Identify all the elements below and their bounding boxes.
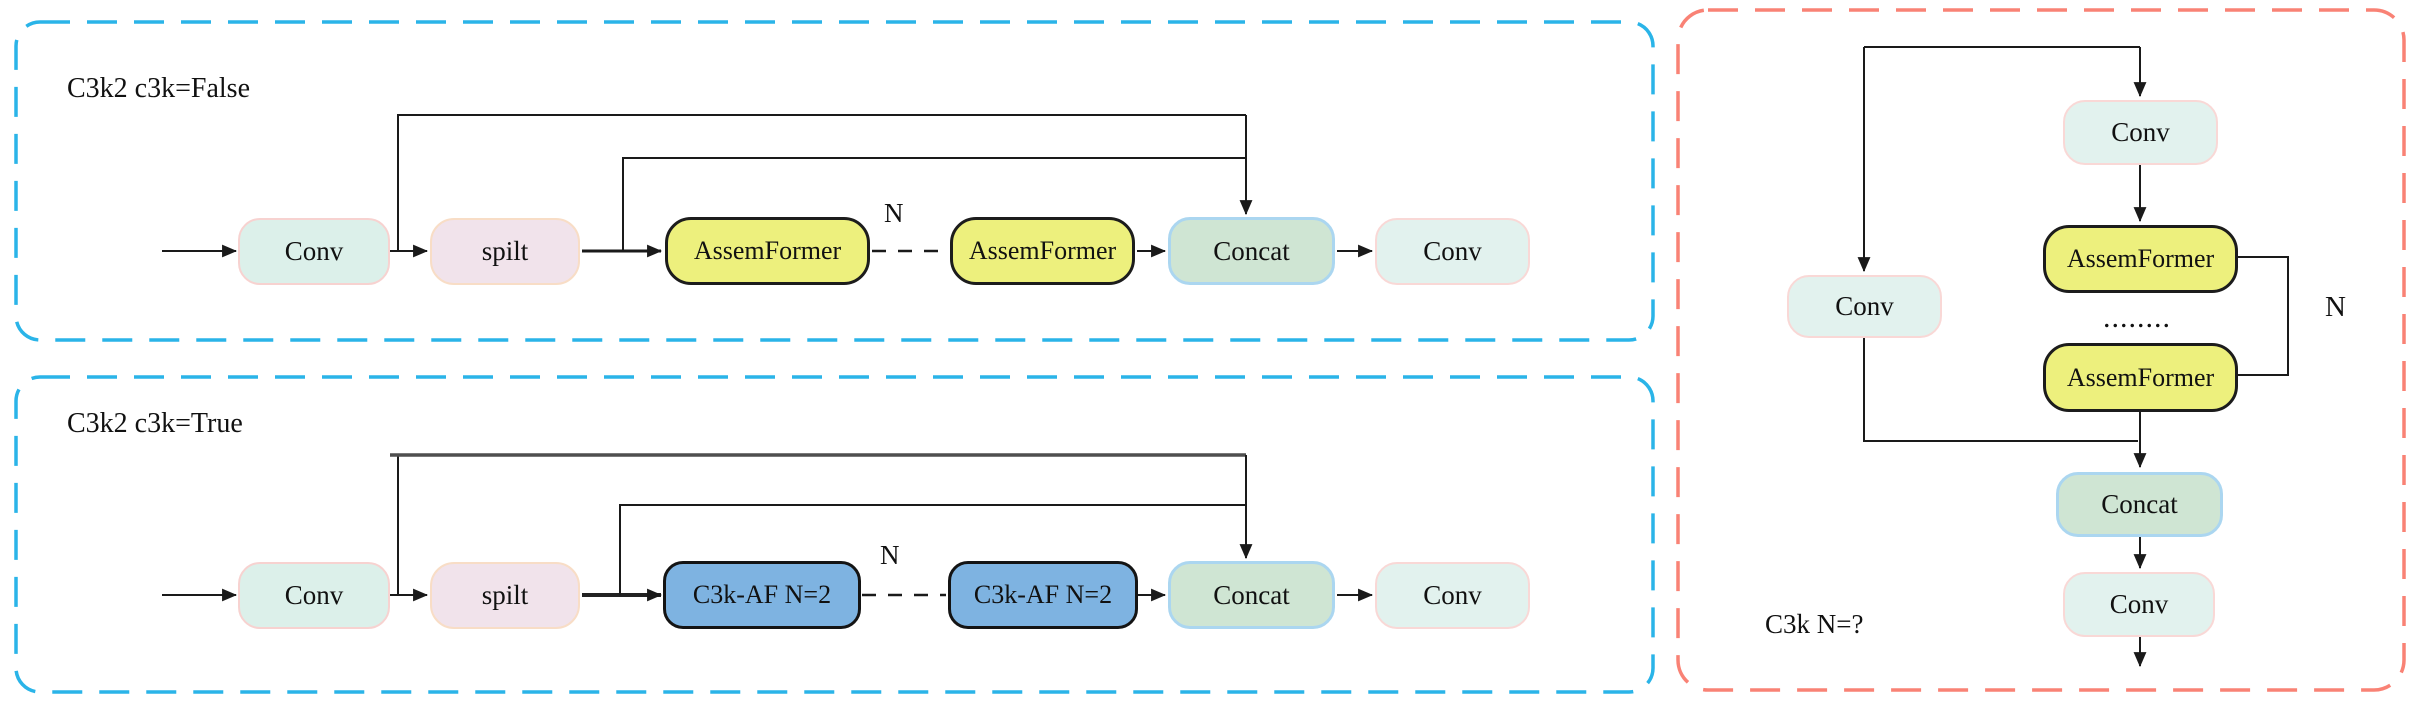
node-split: spilt	[430, 562, 580, 629]
node-conv-out: Conv	[1375, 218, 1530, 285]
node-c3kaf-1: C3k-AF N=2	[663, 561, 861, 629]
skip2-branch	[619, 504, 1246, 595]
node-assemformer-1: AssemFormer	[2043, 225, 2238, 293]
skip1-branch	[397, 114, 1246, 251]
repeat-ellipsis: ........	[2103, 301, 2171, 334]
panel-border-c3k	[1676, 8, 2406, 692]
node-conv-out: Conv	[2063, 572, 2215, 637]
node-conv-out: Conv	[1375, 562, 1530, 629]
node-split: spilt	[430, 218, 580, 285]
node-conv-left: Conv	[1787, 275, 1942, 338]
panel-border-c3k2-false	[14, 20, 1655, 342]
node-concat: Concat	[1168, 561, 1335, 629]
node-concat: Concat	[1168, 217, 1335, 285]
skip2-branch	[622, 157, 1246, 251]
repeat-count-label: N	[884, 198, 904, 228]
left-branch-to-junction	[1863, 338, 2138, 442]
wires-c3k2-true	[162, 453, 1374, 602]
panel-label-c3k2-false: C3k2 c3k=False	[67, 73, 250, 104]
repeat-loop	[2238, 256, 2289, 376]
node-assemformer-2: AssemFormer	[2043, 343, 2238, 412]
node-conv-top: Conv	[2063, 100, 2218, 165]
panel-label-c3k2-true: C3k2 c3k=True	[67, 408, 243, 439]
panel-border-c3k2-true	[14, 375, 1655, 694]
wires-c3k2-false	[162, 114, 1374, 258]
node-assemformer-1: AssemFormer	[665, 217, 870, 285]
wires-c3k	[1857, 46, 2289, 668]
node-concat: Concat	[2056, 472, 2223, 537]
panel-label-c3k: C3k N=?	[1765, 609, 1864, 639]
repeat-count-label: N	[880, 540, 900, 570]
panel-borders	[14, 8, 2406, 694]
node-conv-in: Conv	[238, 562, 390, 629]
node-c3kaf-2: C3k-AF N=2	[948, 561, 1138, 629]
node-assemformer-2: AssemFormer	[950, 217, 1135, 285]
repeat-count-label: N	[2325, 291, 2346, 323]
node-conv-in: Conv	[238, 218, 390, 285]
